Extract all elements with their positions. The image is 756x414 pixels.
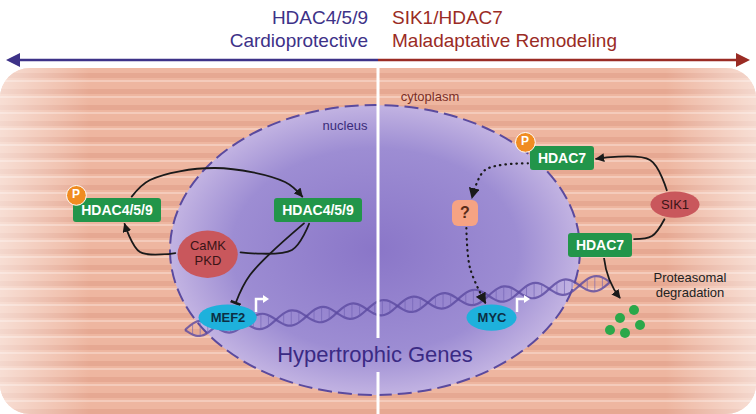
protein-box: HDAC4/5/9 [73,198,161,222]
node-outline [515,132,535,152]
dna-rung [314,310,315,321]
dna-rung [556,282,557,293]
axis-arrow [18,59,378,62]
genes-label: Hypertrophic Genes [277,342,473,367]
node-text: MYC [478,311,507,326]
dna-rung [405,299,406,310]
dna-rung [351,303,352,319]
degraded-fragment [635,320,645,330]
side-heading: SIK1/HDAC7 [392,7,503,29]
node-text: SIK1 [661,198,689,213]
dna-rung [283,313,284,324]
node-text: HDAC7 [538,150,586,166]
arrow-connector [472,163,528,198]
node-text: ? [460,204,470,222]
node-text: HDAC4/5/9 [282,202,354,218]
node-text: HDAC7 [576,237,624,253]
dna-rung [450,294,451,305]
node-outline [178,230,238,277]
dna-rung [503,286,504,302]
dna-rung [564,279,565,295]
axis-arrow [378,59,738,62]
protein-box: HDAC7 [568,233,632,257]
unknown-box: ? [452,200,478,226]
node-outline [199,305,257,331]
compartment-label: cytoplasm [401,90,460,105]
degradation-arrow [604,258,620,298]
dna-rung [268,315,269,326]
dna-rung [200,320,201,336]
node-text: CaMK PKD [190,239,226,269]
dna-rung [594,276,595,292]
dna-rung [534,283,535,299]
dna-rung [382,300,383,316]
dna-rung [260,313,261,329]
factor-ellipse: MYC [466,304,517,331]
arrow-connector [466,228,485,303]
dna-strand [185,279,610,332]
dna-strand [185,276,610,336]
side-heading: Cardioprotective [230,30,368,52]
kinase-ellipse: SIK1 [650,191,700,218]
divider-line [377,372,380,414]
transcription-arrow [517,299,525,312]
dna-rung [298,311,299,322]
dna-rung [465,293,466,304]
kinase-ellipse: CaMK PKD [177,230,238,278]
dna-rung [496,289,497,300]
axis-arrowhead [736,53,750,67]
compartment-label: nucleus [323,119,368,134]
phospho-badge: P [66,185,87,206]
side-heading: HDAC4/5/9 [272,7,368,29]
arrow-connector [132,168,303,197]
dna-rung [321,307,322,323]
protein-box: HDAC4/5/9 [274,198,362,222]
dna-rung [359,305,360,316]
dna-rung [541,284,542,295]
dna-rung [420,298,421,309]
node-text: P [72,188,80,202]
divider-line [377,0,380,338]
dna-rung [572,281,573,292]
node-outline [66,185,86,205]
arrow-connector [596,156,667,190]
degraded-fragment [620,328,630,338]
arrow-connector [125,224,176,255]
dna-rung [473,289,474,305]
dna-rung [435,296,436,307]
axis-arrowhead [6,53,20,67]
dna-rung [443,293,444,309]
node-outline [650,192,699,218]
dna-rung [329,308,330,319]
transcription-arrowhead [263,295,269,303]
dna-rung [192,323,193,334]
dna-rung [389,301,390,312]
inhibition-connector [236,223,304,303]
phospho-badge: P [515,132,536,153]
dna-rung [291,310,292,326]
process-label: Proteasomal degradation [654,271,727,301]
dna-rung [511,287,512,298]
nucleus-outline [170,105,580,395]
degraded-fragment [629,305,639,315]
dna-helix [185,276,610,337]
dna-rung [412,296,413,312]
node-outline [467,305,517,331]
node-text: MEF2 [211,311,246,326]
arrow-connector [634,219,664,239]
transcription-arrow [256,299,264,312]
node-text: P [521,135,529,149]
degraded-fragment [615,313,625,323]
dna-rung [602,277,603,288]
dna-rung [344,306,345,317]
dna-rung [374,303,375,314]
side-heading: Maladaptative Remodeling [392,30,617,52]
degraded-fragment [605,325,615,335]
transcription-arrowhead [524,295,530,303]
factor-ellipse: MEF2 [198,304,257,331]
node-text: HDAC4/5/9 [81,202,153,218]
dna-rung [526,286,527,297]
protein-box: HDAC7 [530,146,594,170]
dna-rung [587,279,588,290]
